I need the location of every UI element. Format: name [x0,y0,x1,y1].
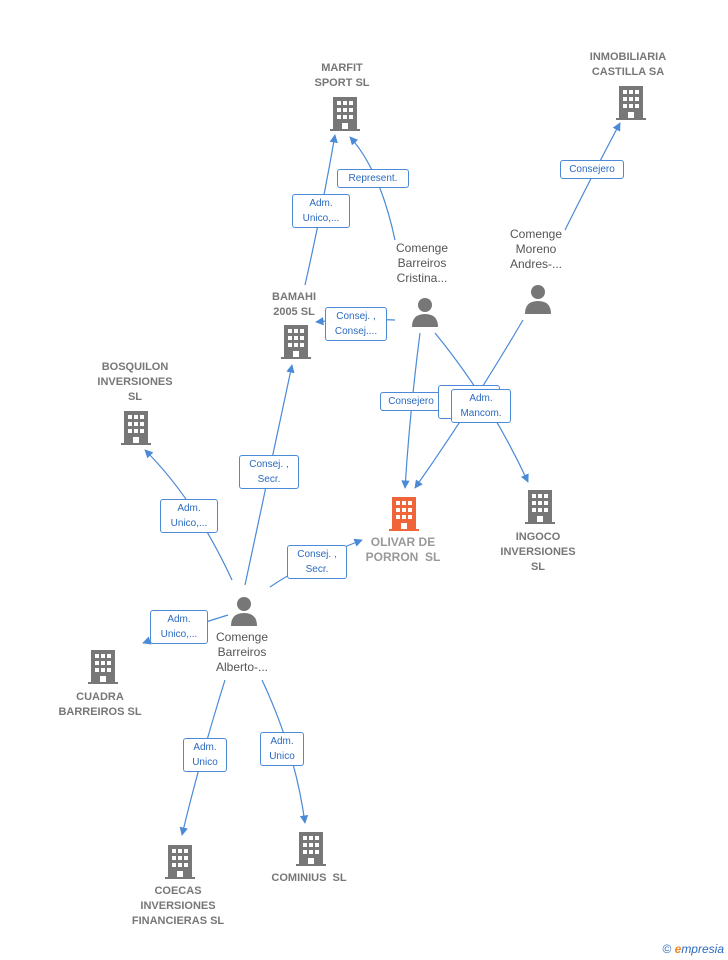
building-icon-inmobiliaria[interactable] [616,86,646,125]
edge-label-consejero-olivar[interactable]: Consejero [380,392,442,411]
building-icon-marfit[interactable] [330,97,360,136]
copyright-symbol: © [662,942,672,956]
person-icon-andres[interactable] [524,284,552,319]
edge-cristina-marfit [349,136,396,241]
label-olivar[interactable]: OLIVAR DE PORRON SL [365,535,441,564]
building-icon-ingoco[interactable] [525,490,555,529]
edge-label-adm-unico-bosq[interactable]: Adm. Unico,... [160,499,218,533]
building-icon-cominius[interactable] [296,832,326,871]
person-icon-cristina[interactable] [411,297,439,332]
brand-logo-e: e [674,942,682,956]
label-cristina[interactable]: Comenge Barreiros Cristina... [395,241,449,285]
edge-label-consej-bamahi[interactable]: Consej. , Consej.... [325,307,387,341]
label-alberto[interactable]: Comenge Barreiros Alberto-... [215,630,269,674]
edge-label-adm-unico-cominius[interactable]: Adm. Unico [260,732,304,766]
building-icon-olivar[interactable] [389,497,419,536]
footer-brand[interactable]: © empresia [662,942,724,956]
edge-label-represent[interactable]: Represent. [337,169,409,188]
edge-label-adm-unico-cuadra[interactable]: Adm. Unico,... [150,610,208,644]
edge-label-adm-mancom[interactable]: Adm. Mancom. [451,389,511,423]
person-icon-alberto[interactable] [230,596,258,631]
label-inmobiliaria[interactable]: INMOBILIARIA CASTILLA SA [589,51,667,78]
label-coecas[interactable]: COECAS INVERSIONES FINANCIERAS SL [131,885,225,927]
edge-label-consej-secr-bamahi[interactable]: Consej. , Secr. [239,455,299,489]
edge-label-consej-secr-olivar[interactable]: Consej. , Secr. [287,545,347,579]
building-icon-cuadra[interactable] [88,650,118,689]
edge-label-consejero-inmob[interactable]: Consejero [560,160,624,179]
label-cominius[interactable]: COMINIUS SL [271,872,347,884]
label-marfit[interactable]: MARFIT SPORT SL [314,62,370,89]
building-icon-bamahi[interactable] [281,325,311,364]
label-cuadra[interactable]: CUADRA BARREIROS SL [58,691,142,718]
label-ingoco[interactable]: INGOCO INVERSIONES SL [500,531,576,573]
edge-label-adm-unico-coecas[interactable]: Adm. Unico [183,738,227,772]
brand-name: mpresia [681,942,724,956]
label-andres[interactable]: Comenge Moreno Andres-... [509,227,563,271]
label-bamahi[interactable]: BAMAHI 2005 SL [272,291,316,318]
label-bosquilon[interactable]: BOSQUILON INVERSIONES SL [97,361,173,403]
building-icon-coecas[interactable] [165,845,195,884]
building-icon-bosquilon[interactable] [121,411,151,450]
edge-label-adm-unico-marfit[interactable]: Adm. Unico,... [292,194,350,228]
